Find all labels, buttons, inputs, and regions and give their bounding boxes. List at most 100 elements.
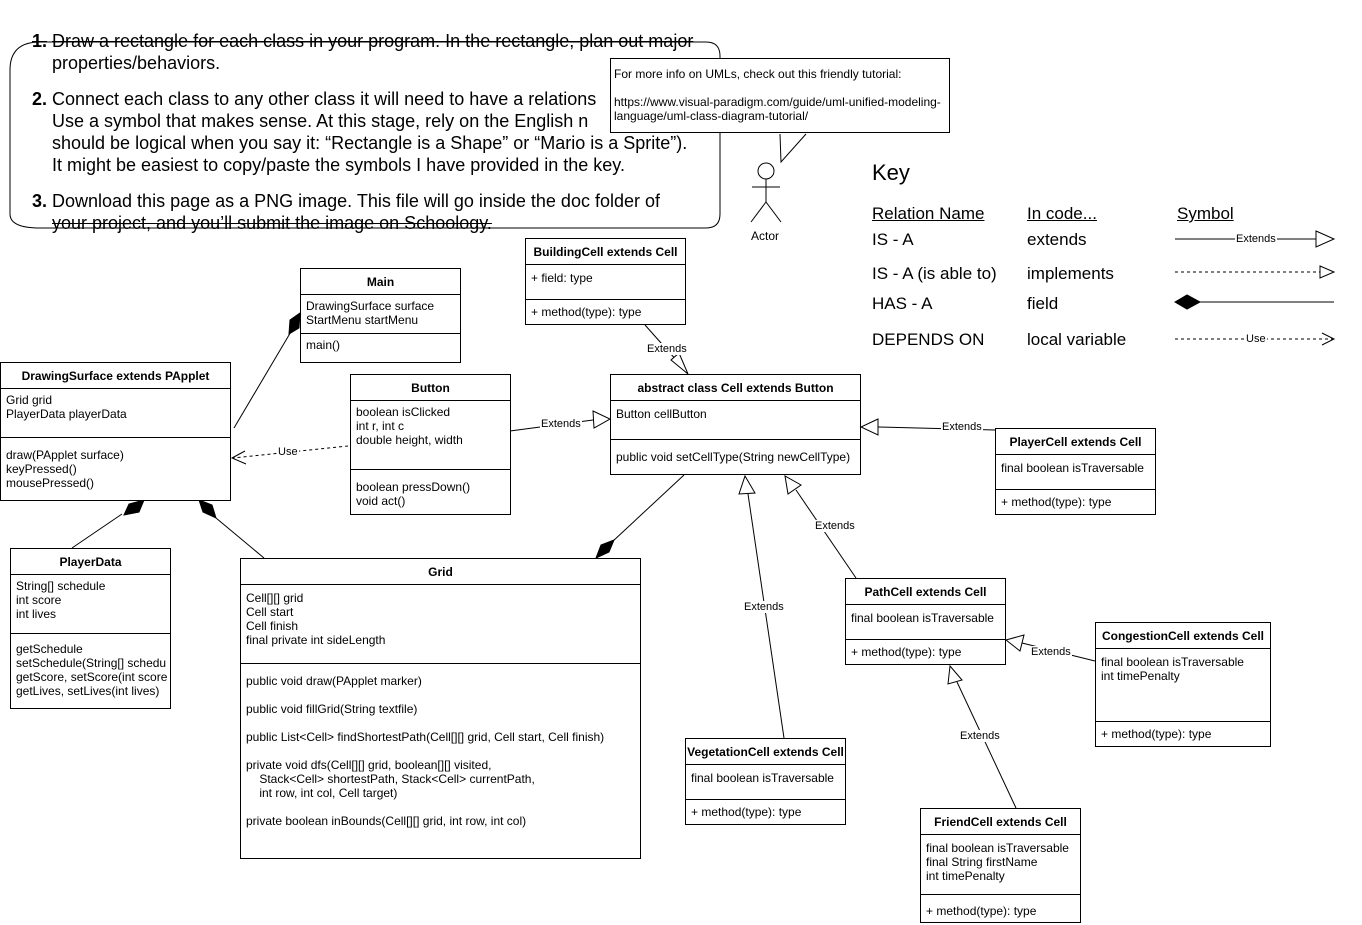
step-line: Use a symbol that makes sense. At this s… [52, 111, 589, 131]
key-code: local variable [1027, 330, 1127, 349]
class-method: + method(type): type [1101, 727, 1212, 741]
class-field: int timePenalty [926, 869, 1005, 883]
class-vegetationcell[interactable]: VegetationCell extends Cell final boolea… [685, 738, 846, 825]
key-header-code: In code... [1027, 204, 1097, 223]
key-title: Key [872, 160, 910, 185]
class-name: DrawingSurface extends PApplet [1, 363, 230, 389]
key-relation: HAS - A [872, 294, 933, 313]
edge-drawing-has-playerdata [71, 499, 145, 549]
edge-label-extends: Extends [646, 343, 688, 355]
edge-label-use: Use [277, 446, 299, 458]
key-symbol-has-a [1174, 294, 1334, 310]
class-field: int score [16, 593, 62, 607]
key-relation: IS - A (is able to) [872, 264, 997, 283]
class-field: int timePenalty [1101, 669, 1180, 683]
class-method: getLives, setLives(int lives) [16, 684, 160, 698]
edge-grid-has-cell [595, 474, 685, 559]
class-spacer [246, 716, 635, 730]
class-method: setSchedule(String[] schedu [16, 656, 167, 670]
edge-vegetation-extends-cell [738, 474, 785, 739]
key-code: extends [1027, 230, 1087, 249]
class-method: public void fillGrid(String textfile) [246, 702, 418, 716]
class-field: Button cellButton [616, 407, 707, 421]
class-method: public void setCellType(String newCellTy… [616, 450, 851, 464]
class-method: + method(type): type [926, 904, 1037, 918]
class-buildingcell[interactable]: BuildingCell extends Cell + field: type … [525, 238, 686, 325]
actor-label: Actor [751, 229, 780, 243]
instructions-callout-shape [9, 41, 721, 229]
class-method: + method(type): type [851, 645, 962, 659]
class-friendcell[interactable]: FriendCell extends Cell final boolean is… [920, 808, 1081, 923]
uml-tutorial-note[interactable]: For more info on UMLs, check out this fr… [610, 58, 950, 133]
class-field: DrawingSurface surface [306, 299, 435, 313]
edge-drawing-has-grid [198, 499, 265, 559]
key-symbol-label: Extends [1235, 233, 1277, 245]
edge-label-extends: Extends [941, 421, 983, 433]
note-callout-tail [779, 133, 807, 164]
class-field: + field: type [531, 271, 593, 285]
step-number: 2. [32, 89, 48, 109]
step-line: Draw a rectangle for each class in your … [52, 31, 694, 51]
class-method: Stack<Cell> shortestPath, Stack<Cell> cu… [246, 772, 535, 786]
note-url-line[interactable]: language/uml-class-diagram-tutorial/ [614, 109, 809, 123]
key-relation: DEPENDS ON [872, 330, 985, 349]
class-method: getScore, setScore(int score [16, 670, 168, 684]
class-main[interactable]: Main DrawingSurface surface StartMenu st… [300, 268, 461, 363]
class-spacer [246, 800, 635, 814]
class-field: String[] schedule [16, 579, 106, 593]
instructions-list: 1. Draw a rectangle for each class in yo… [32, 30, 732, 248]
class-method: main() [306, 338, 341, 352]
edge-pathcell-extends-cell [784, 475, 857, 579]
class-spacer [246, 744, 635, 758]
key-code: field [1027, 294, 1059, 313]
step-line: properties/behaviors. [52, 53, 221, 73]
note-url-line[interactable]: https://www.visual-paradigm.com/guide/um… [614, 95, 941, 109]
class-field: StartMenu startMenu [306, 313, 419, 327]
key-relation: IS - A [872, 230, 914, 249]
class-button[interactable]: Button boolean isClicked int r, int c do… [350, 374, 511, 515]
class-name: abstract class Cell extends Button [611, 375, 860, 401]
class-field: final private int sideLength [246, 633, 386, 647]
class-name: Main [301, 269, 460, 295]
class-field: PlayerData playerData [6, 407, 127, 421]
class-field: Cell[][] grid [246, 591, 304, 605]
class-playerdata[interactable]: PlayerData String[] schedule int score i… [10, 548, 171, 709]
class-field: Cell start [246, 605, 294, 619]
key-symbol-label: Use [1245, 333, 1267, 345]
class-playercell[interactable]: PlayerCell extends Cell final boolean is… [995, 428, 1156, 515]
class-name: Button [351, 375, 510, 401]
step-line: It might be easiest to copy/paste the sy… [52, 155, 625, 175]
class-method: mousePressed() [6, 476, 95, 490]
instruction-step-3: 3. Download this page as a PNG image. Th… [32, 190, 732, 234]
class-method: boolean pressDown() [356, 480, 471, 494]
edge-drawing-uses-button [230, 445, 349, 465]
class-method: private void dfs(Cell[][] grid, boolean[… [246, 758, 492, 772]
class-field: int lives [16, 607, 57, 621]
class-pathcell[interactable]: PathCell extends Cell final boolean isTr… [845, 578, 1006, 665]
class-cell[interactable]: abstract class Cell extends Button Butto… [610, 374, 861, 475]
class-drawingsurface[interactable]: DrawingSurface extends PApplet Grid grid… [0, 362, 231, 501]
step-number: 1. [32, 31, 48, 51]
class-method: + method(type): type [1001, 495, 1112, 509]
class-method: draw(PApplet surface) [6, 448, 124, 462]
class-field: Cell finish [246, 619, 299, 633]
class-congestioncell[interactable]: CongestionCell extends Cell final boolea… [1095, 622, 1271, 747]
class-grid[interactable]: Grid Cell[][] grid Cell start Cell finis… [240, 558, 641, 859]
class-name: CongestionCell extends Cell [1096, 623, 1270, 649]
key-code: implements [1027, 264, 1114, 283]
class-name: VegetationCell extends Cell [686, 739, 845, 765]
step-number: 3. [32, 191, 48, 211]
class-method: + method(type): type [691, 805, 802, 819]
note-intro: For more info on UMLs, check out this fr… [614, 67, 902, 81]
class-method: private boolean inBounds(Cell[][] grid, … [246, 814, 527, 828]
edge-label-extends: Extends [959, 730, 1001, 742]
class-field: final boolean isTraversable [691, 771, 834, 785]
class-method: getSchedule [16, 642, 83, 656]
step-line: your project, and you’ll submit the imag… [52, 213, 492, 233]
class-name: PathCell extends Cell [846, 579, 1005, 605]
class-field: final boolean isTraversable [1101, 655, 1244, 669]
class-name: PlayerCell extends Cell [996, 429, 1155, 455]
edge-label-extends: Extends [1030, 646, 1072, 658]
class-field: int r, int c [356, 419, 405, 433]
instruction-step-2: 2. Connect each class to any other class… [32, 88, 732, 176]
